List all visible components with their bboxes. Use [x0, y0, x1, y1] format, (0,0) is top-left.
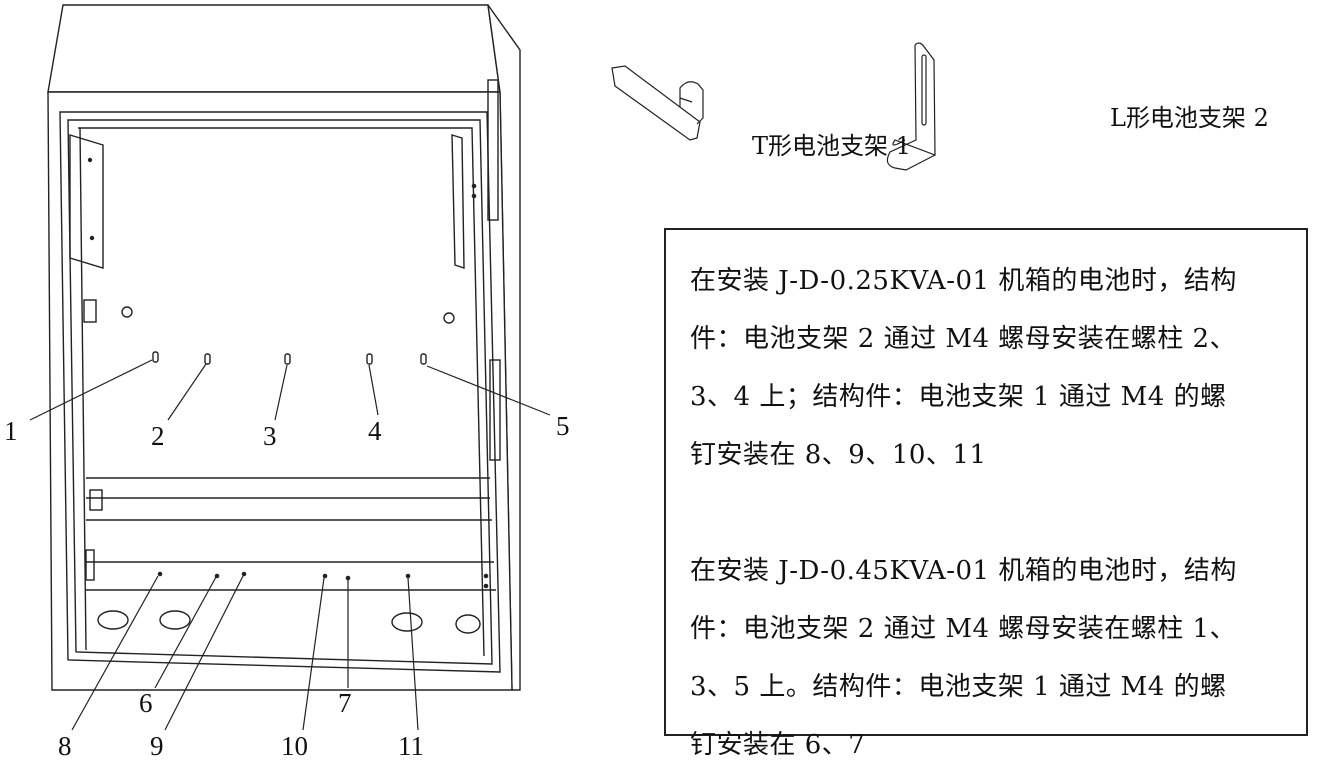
note-line: 钉安装在 8、9、10、11 [690, 440, 987, 470]
installation-notes: 在安装 J-D-0.25KVA-01 机箱的电池时，结构 件：电池支架 2 通过… [664, 228, 1308, 760]
note-line: 件：电池支架 2 通过 M4 螺母安装在螺柱 1、 [690, 614, 1237, 644]
note-line: 件：电池支架 2 通过 M4 螺母安装在螺柱 2、 [690, 324, 1237, 354]
callout-10: 10 [281, 731, 308, 761]
note-line: 在安装 J-D-0.25KVA-01 机箱的电池时，结构 [690, 266, 1237, 296]
note-line: 3、5 上。结构件：电池支架 1 通过 M4 的螺 [690, 672, 1227, 702]
callout-3: 3 [263, 421, 277, 451]
note-line: 在安装 J-D-0.45KVA-01 机箱的电池时，结构 [690, 556, 1237, 586]
t-bracket-label: T形电池支架 1 [752, 132, 911, 160]
leader-lines [29, 359, 551, 731]
l-bracket-icon [886, 42, 936, 171]
callout-8: 8 [58, 731, 72, 761]
t-bracket-icon [611, 65, 704, 141]
note-line: 3、4 上；结构件：电池支架 1 通过 M4 的螺 [690, 382, 1227, 412]
callout-5: 5 [556, 411, 570, 441]
hinges [487, 79, 501, 461]
cabinet-side-face [487, 4, 521, 691]
cabinet-top-face [47, 4, 501, 93]
callout-2: 2 [151, 421, 165, 451]
callout-1: 1 [4, 416, 18, 446]
studs [152, 351, 427, 365]
cabinet-opening [59, 111, 501, 673]
callout-9: 9 [150, 731, 164, 761]
callout-6: 6 [139, 688, 153, 718]
note-line: 钉安装在 6、7 [690, 730, 866, 760]
callout-11: 11 [398, 731, 424, 761]
l-bracket-label: L形电池支架 2 [1110, 104, 1269, 132]
callout-7: 7 [338, 688, 352, 718]
callout-4: 4 [368, 416, 382, 446]
cabinet-front-frame [47, 91, 513, 691]
